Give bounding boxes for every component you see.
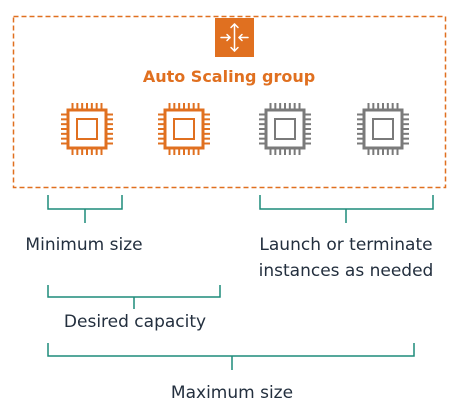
auto-scaling-group-boundary bbox=[12, 15, 447, 189]
instance-1 bbox=[61, 103, 113, 155]
maximum-size-label: Maximum size bbox=[171, 383, 293, 403]
instance-3 bbox=[259, 103, 311, 155]
launch-terminate-bracket bbox=[259, 195, 434, 223]
auto-scaling-group-label: Auto Scaling group bbox=[143, 67, 315, 86]
minimum-size-label: Minimum size bbox=[25, 235, 142, 255]
instance-2 bbox=[158, 103, 210, 155]
ec2-chip-icon bbox=[61, 103, 113, 155]
auto-scaling-icon bbox=[215, 18, 254, 57]
launch-terminate-label-line2: instances as needed bbox=[259, 261, 434, 281]
minimum-size-bracket bbox=[47, 195, 123, 223]
ec2-chip-icon bbox=[158, 103, 210, 155]
instance-4 bbox=[357, 103, 409, 155]
launch-terminate-label-line1: Launch or terminate bbox=[259, 235, 432, 255]
maximum-size-bracket bbox=[47, 343, 415, 370]
desired-capacity-bracket bbox=[47, 285, 221, 309]
ec2-chip-icon bbox=[357, 103, 409, 155]
ec2-chip-icon bbox=[259, 103, 311, 155]
desired-capacity-label: Desired capacity bbox=[64, 312, 206, 332]
